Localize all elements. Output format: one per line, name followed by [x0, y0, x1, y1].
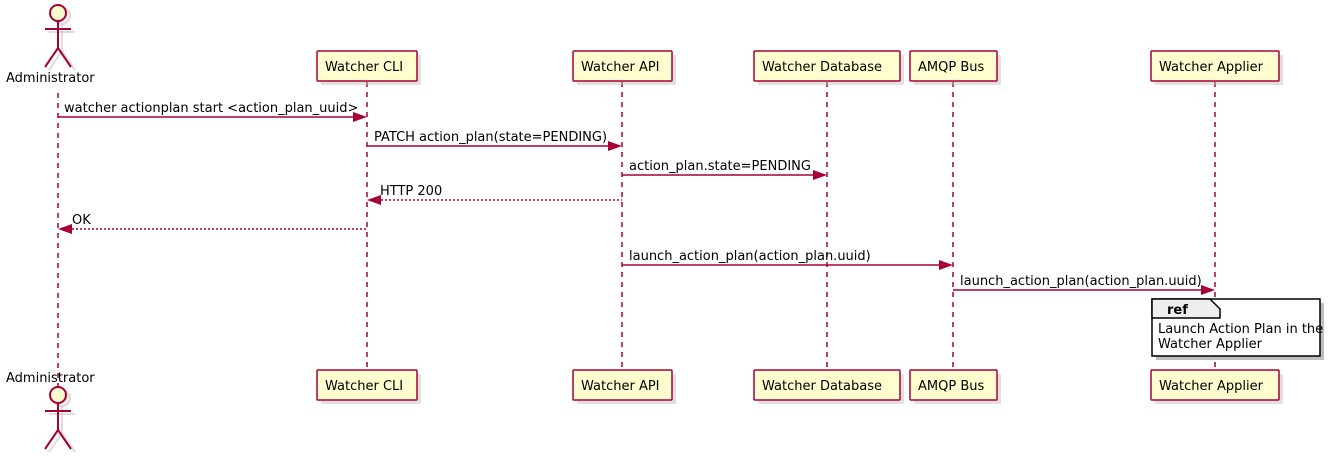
- participant-watcher-cli-bottom[interactable]: Watcher CLI: [316, 369, 421, 404]
- participant-amqp-bus-bottom[interactable]: AMQP Bus: [909, 369, 1001, 404]
- ref-fragment-text-line-2: Watcher Applier: [1158, 337, 1263, 352]
- participant-label-amqp-bus-top: AMQP Bus: [918, 60, 984, 75]
- participant-box[interactable]: [1150, 369, 1280, 401]
- arrowhead-left-icon: [58, 224, 72, 234]
- participant-box[interactable]: [572, 369, 673, 401]
- actor-leg-right-icon: [57, 47, 72, 68]
- message-ok[interactable]: OK: [58, 213, 367, 234]
- participant-box[interactable]: [1150, 50, 1280, 82]
- participant-box[interactable]: [316, 369, 418, 401]
- participant-watcher-applier-top[interactable]: Watcher Applier: [1150, 50, 1283, 85]
- actor-head-icon: [49, 386, 67, 404]
- participant-label-watcher-api-bottom: Watcher API: [581, 379, 660, 394]
- arrowhead-left-icon: [367, 195, 381, 205]
- participant-box[interactable]: [572, 50, 673, 82]
- message-launch-action-plan-to-bus[interactable]: launch_action_plan(action_plan.uuid): [622, 249, 953, 270]
- participant-amqp-bus-top[interactable]: AMQP Bus: [909, 50, 1001, 85]
- actor-leg-left-icon: [44, 47, 59, 68]
- actor-label-administrator-bottom: Administrator: [6, 371, 95, 386]
- arrowhead-right-icon: [939, 260, 953, 270]
- arrowhead-right-icon: [608, 141, 622, 151]
- message-label: action_plan.state=PENDING: [629, 159, 811, 174]
- participant-watcher-api-top[interactable]: Watcher API: [572, 50, 676, 85]
- participant-watcher-database-top[interactable]: Watcher Database: [753, 50, 904, 85]
- actor-leg-left-icon: [44, 429, 59, 450]
- participant-box[interactable]: [753, 369, 901, 401]
- participant-label-amqp-bus-bottom: AMQP Bus: [918, 379, 984, 394]
- participant-box[interactable]: [753, 50, 901, 82]
- message-label: launch_action_plan(action_plan.uuid): [629, 249, 871, 264]
- arrowhead-right-icon: [1201, 285, 1215, 295]
- message-label: watcher actionplan start <action_plan_uu…: [64, 101, 358, 116]
- message-watcher-actionplan-start[interactable]: watcher actionplan start <action_plan_uu…: [58, 101, 367, 122]
- participant-watcher-cli-top[interactable]: Watcher CLI: [316, 50, 421, 85]
- participant-watcher-api-bottom[interactable]: Watcher API: [572, 369, 676, 404]
- actor-administrator-bottom[interactable]: Administrator: [6, 371, 95, 453]
- actor-head-icon: [49, 4, 67, 22]
- message-label: PATCH action_plan(state=PENDING): [374, 130, 607, 145]
- message-launch-action-plan-to-applier[interactable]: launch_action_plan(action_plan.uuid): [953, 274, 1215, 295]
- actor-administrator-top[interactable]: Administrator: [6, 4, 95, 86]
- message-action-plan-state-pending[interactable]: action_plan.state=PENDING: [622, 159, 827, 180]
- ref-fragment-tab: [1151, 298, 1221, 319]
- message-label: launch_action_plan(action_plan.uuid): [960, 274, 1202, 289]
- actor-label-administrator-top: Administrator: [6, 71, 95, 86]
- participant-label-watcher-cli-top: Watcher CLI: [325, 60, 403, 75]
- participant-box[interactable]: [316, 50, 418, 82]
- ref-fragment-tag-label: ref: [1167, 303, 1188, 318]
- participant-label-watcher-applier-bottom: Watcher Applier: [1159, 379, 1264, 394]
- participant-label-watcher-api-top: Watcher API: [581, 60, 660, 75]
- actor-leg-right-icon: [57, 429, 72, 450]
- participant-watcher-database-bottom[interactable]: Watcher Database: [753, 369, 904, 404]
- arrowhead-right-icon: [813, 170, 827, 180]
- participant-label-watcher-cli-bottom: Watcher CLI: [325, 379, 403, 394]
- lifelines-group: [57, 82, 1216, 390]
- message-label: HTTP 200: [380, 184, 442, 199]
- participant-label-watcher-database-bottom: Watcher Database: [762, 379, 882, 394]
- message-http-200[interactable]: HTTP 200: [367, 184, 622, 205]
- message-patch-action-plan[interactable]: PATCH action_plan(state=PENDING): [367, 130, 622, 151]
- participant-box[interactable]: [909, 369, 998, 401]
- participant-box[interactable]: [909, 50, 998, 82]
- ref-fragment-text-line-1: Launch Action Plan in the: [1158, 322, 1323, 337]
- participant-label-watcher-database-top: Watcher Database: [762, 60, 882, 75]
- participant-watcher-applier-bottom[interactable]: Watcher Applier: [1150, 369, 1283, 404]
- arrowhead-right-icon: [353, 112, 367, 122]
- ref-fragment[interactable]: ref Launch Action Plan in the Watcher Ap…: [1151, 298, 1324, 360]
- message-label: OK: [72, 213, 91, 228]
- participant-label-watcher-applier-top: Watcher Applier: [1159, 60, 1264, 75]
